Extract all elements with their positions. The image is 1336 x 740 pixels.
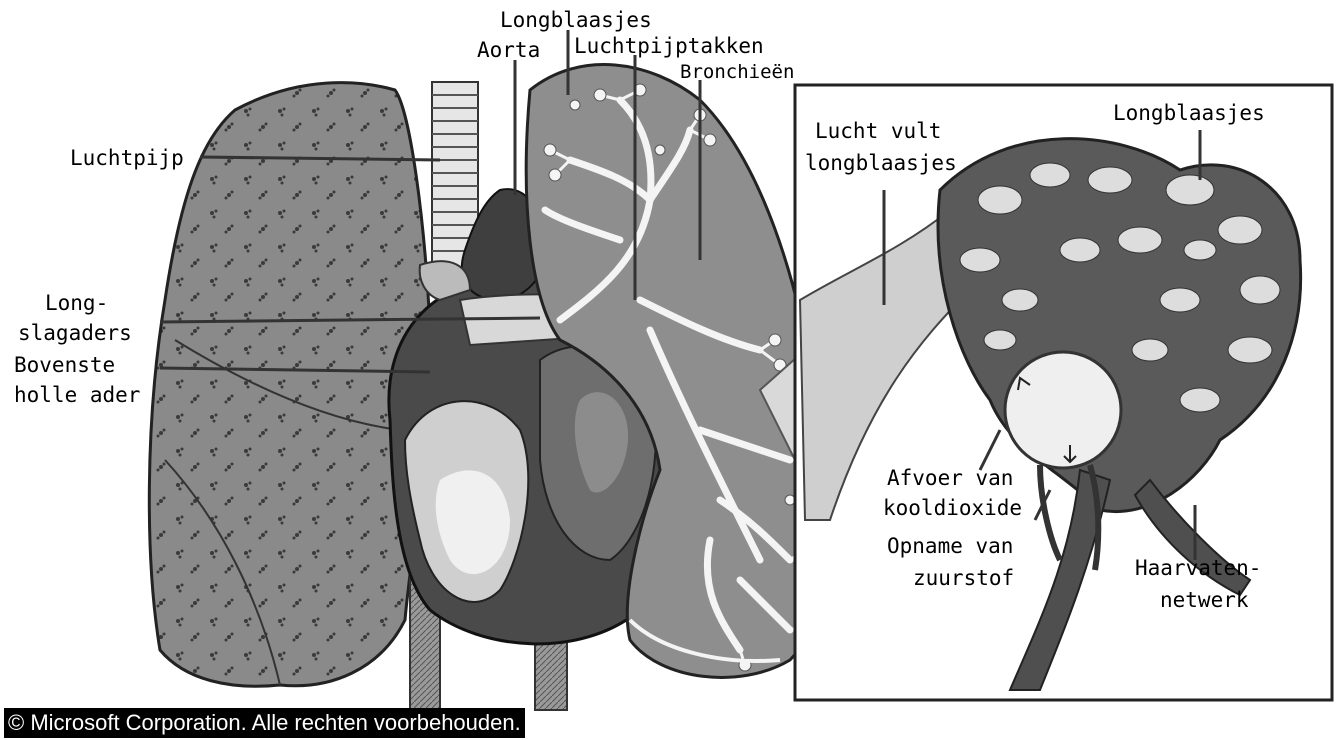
label-lucht-vult-line2: longblaasjes xyxy=(805,151,957,175)
label-opname-line1: Opname van xyxy=(887,534,1013,558)
label-haarvaten-line1: Haarvaten- xyxy=(1135,556,1261,580)
label-lucht-vult-line1: Lucht vult xyxy=(815,119,941,143)
copyright-notice: © Microsoft Corporation. Alle rechten vo… xyxy=(4,708,525,738)
label-longslagaders-line2: slagaders xyxy=(18,321,132,345)
label-luchtpijp: Luchtpijp xyxy=(70,146,184,170)
label-longblaasjes-top: Longblaasjes xyxy=(500,8,652,32)
label-afvoer-line2: kooldioxide xyxy=(883,496,1022,520)
label-longblaasjes-inset: Longblaasjes xyxy=(1113,101,1265,125)
label-aorta: Aorta xyxy=(477,38,540,62)
label-bronchieen: Bronchieën xyxy=(680,61,794,83)
label-haarvaten-line2: netwerk xyxy=(1160,588,1249,612)
label-longslagaders-line1: Long- xyxy=(45,291,108,315)
label-opname-line2: zuurstof xyxy=(913,566,1014,590)
label-bovenste-line1: Bovenste xyxy=(14,353,115,377)
label-luchtpijptakken: Luchtpijptakken xyxy=(574,34,764,58)
label-bovenste-line2: holle ader xyxy=(14,383,140,407)
alveolus-sphere xyxy=(1005,352,1121,468)
left-lung xyxy=(149,83,430,687)
label-afvoer-line1: Afvoer van xyxy=(887,466,1013,490)
